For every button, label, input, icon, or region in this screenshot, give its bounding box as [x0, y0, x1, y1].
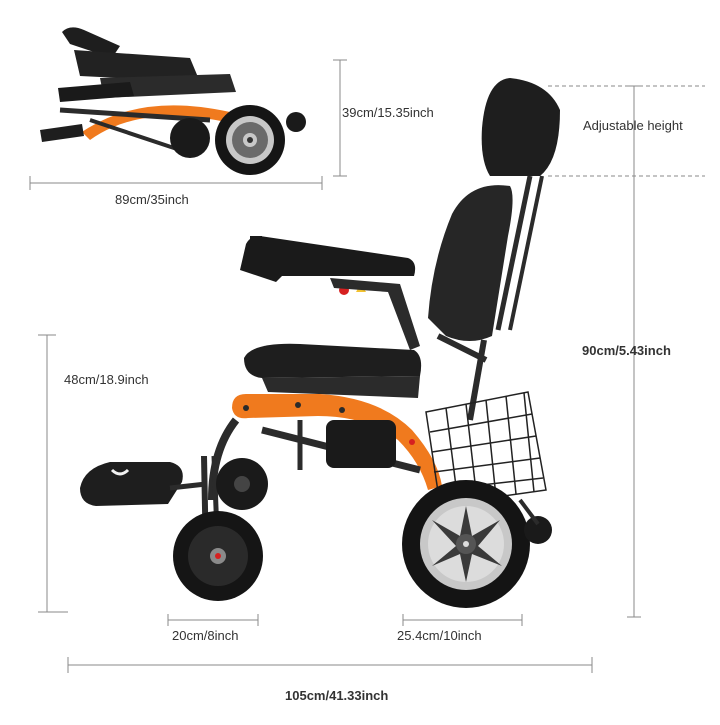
orange-frame — [232, 394, 442, 490]
folded-armrest — [58, 82, 134, 102]
folded-motor-wheel — [170, 118, 210, 158]
folded-backrest — [74, 50, 200, 82]
folded-caster — [286, 112, 306, 132]
footrest — [80, 462, 183, 506]
battery-motor — [326, 420, 396, 468]
dimension-lines — [29, 59, 705, 673]
backrest — [428, 185, 513, 341]
folded-footrest — [40, 124, 84, 142]
seat-height-label: 48cm/18.9inch — [64, 372, 149, 387]
folded-headrest — [62, 27, 120, 58]
folded-length-label: 89cm/35inch — [115, 192, 189, 207]
front-wheel-label: 20cm/8inch — [172, 628, 239, 643]
armrest — [240, 236, 416, 282]
seat-cushion — [244, 343, 422, 378]
adjustable-height-label: Adjustable height — [583, 118, 683, 133]
folded-seat — [100, 74, 236, 98]
total-height-label: 90cm/5.43inch — [582, 343, 671, 358]
folded-wheelchair — [40, 27, 306, 175]
wheelchair-side-view — [80, 78, 560, 608]
headrest — [481, 78, 560, 176]
folded-height-label: 39cm/15.35inch — [342, 105, 434, 120]
total-length-label: 105cm/41.33inch — [285, 688, 389, 703]
rear-wheel-label: 25.4cm/10inch — [397, 628, 482, 643]
